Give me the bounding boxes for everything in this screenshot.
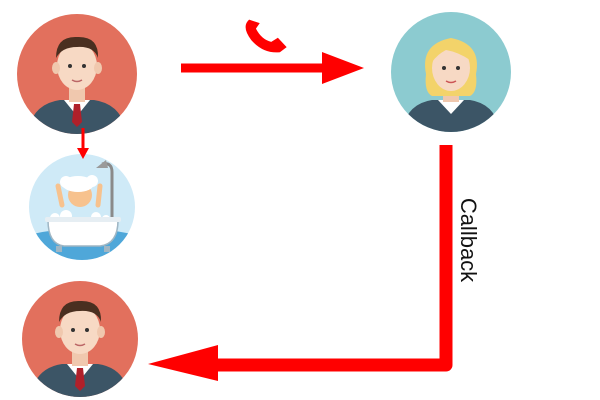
caller-avatar-icon (17, 14, 137, 134)
bath-icon (29, 154, 135, 260)
bath-arrow (77, 128, 89, 159)
callback-label: Callback (456, 197, 481, 283)
phone-icon (245, 19, 287, 53)
callback-arrow (148, 145, 453, 381)
caller-return-avatar-icon (22, 281, 138, 397)
call-arrow (181, 52, 364, 84)
receiver-avatar-icon (391, 12, 511, 132)
